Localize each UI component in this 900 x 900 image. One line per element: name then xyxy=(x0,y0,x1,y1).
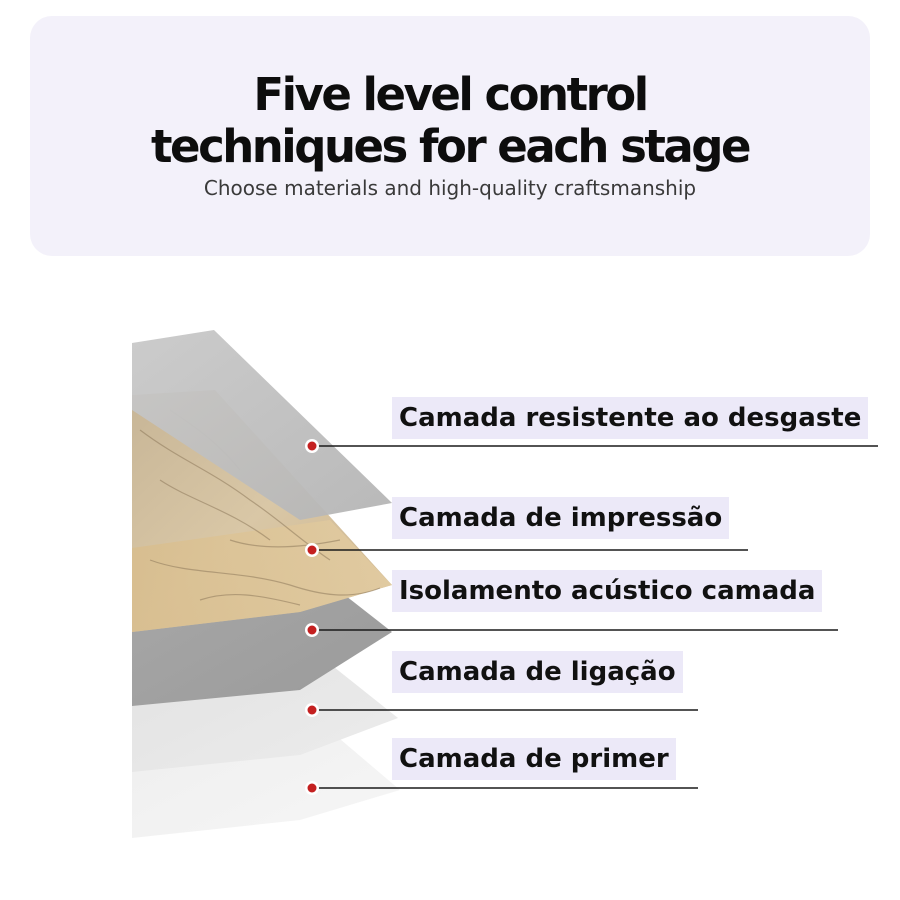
page-title-line-1: Five level control xyxy=(253,68,649,121)
label-wear-layer: Camada resistente ao desgaste xyxy=(392,397,869,439)
wear-layer xyxy=(132,330,392,520)
page-title-line-2: techniques for each stage xyxy=(151,120,751,173)
marker-dots xyxy=(305,439,319,795)
label-acoustic-layer: Isolamento acústico camada xyxy=(392,570,823,612)
label-print-layer: Camada de impressão xyxy=(392,497,730,539)
header-card: Five level control techniques for each s… xyxy=(30,16,870,256)
page-subtitle: Choose materials and high-quality crafts… xyxy=(203,176,697,200)
print-layer-edge xyxy=(132,520,392,632)
label-primer-layer: Camada de primer xyxy=(392,738,676,780)
label-bonding-layer: Camada de ligação xyxy=(392,651,683,693)
